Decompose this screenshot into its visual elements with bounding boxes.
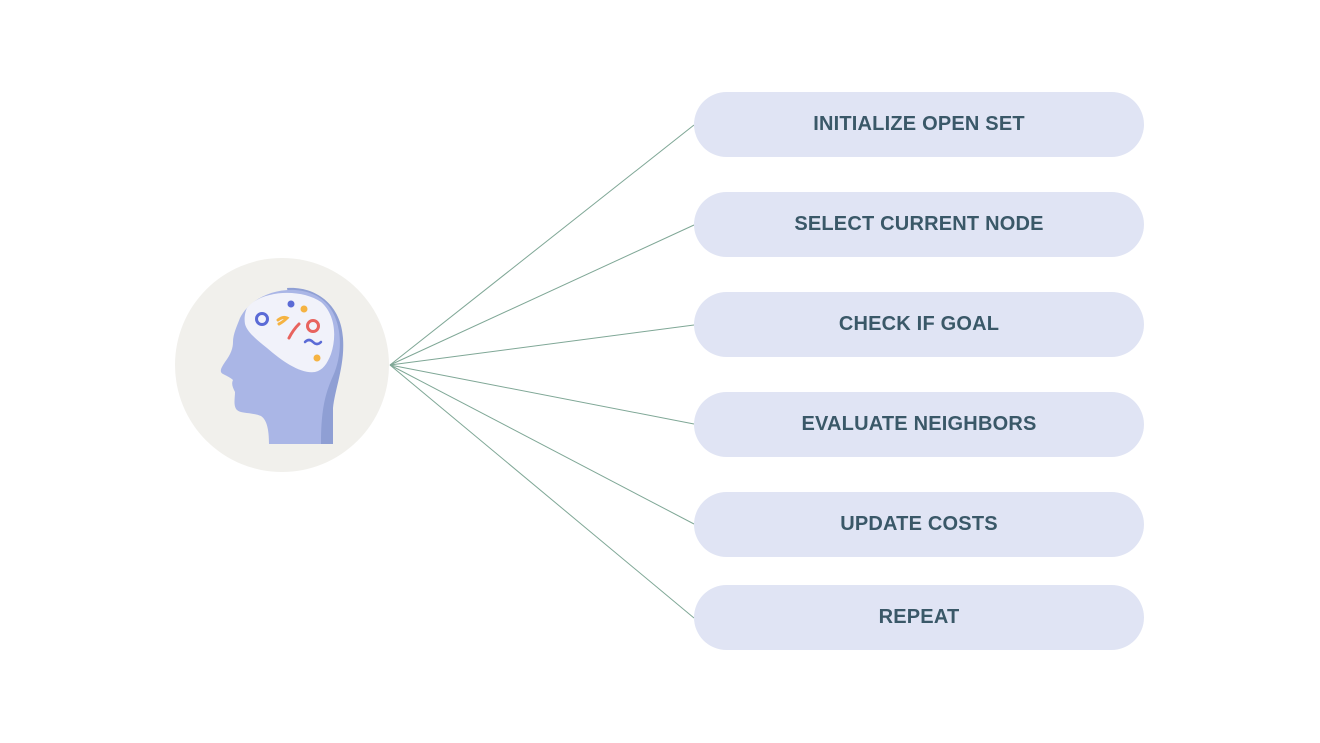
step-repeat: REPEAT: [694, 585, 1144, 650]
connector-line-3: [389, 324, 695, 366]
head-with-brain-icon: [220, 287, 344, 444]
connector-line-4: [389, 364, 695, 425]
step-initialize-open-set: INITIALIZE OPEN SET: [694, 92, 1144, 157]
step-label: INITIALIZE OPEN SET: [813, 113, 1025, 135]
connector-line-2: [389, 224, 695, 366]
step-label: UPDATE COSTS: [840, 513, 998, 535]
connector-line-5: [389, 364, 695, 525]
step-label: SELECT CURRENT NODE: [794, 213, 1044, 235]
step-update-costs: UPDATE COSTS: [694, 492, 1144, 557]
step-label: REPEAT: [878, 606, 960, 628]
step-select-current-node: SELECT CURRENT NODE: [694, 192, 1144, 257]
hub-circle: [175, 258, 389, 472]
step-label: EVALUATE NEIGHBORS: [801, 413, 1037, 435]
connector-line-6: [389, 364, 695, 619]
step-check-if-goal: CHECK IF GOAL: [694, 292, 1144, 357]
step-evaluate-neighbors: EVALUATE NEIGHBORS: [694, 392, 1144, 457]
connector-line-1: [389, 124, 695, 366]
step-label: CHECK IF GOAL: [838, 313, 1000, 335]
